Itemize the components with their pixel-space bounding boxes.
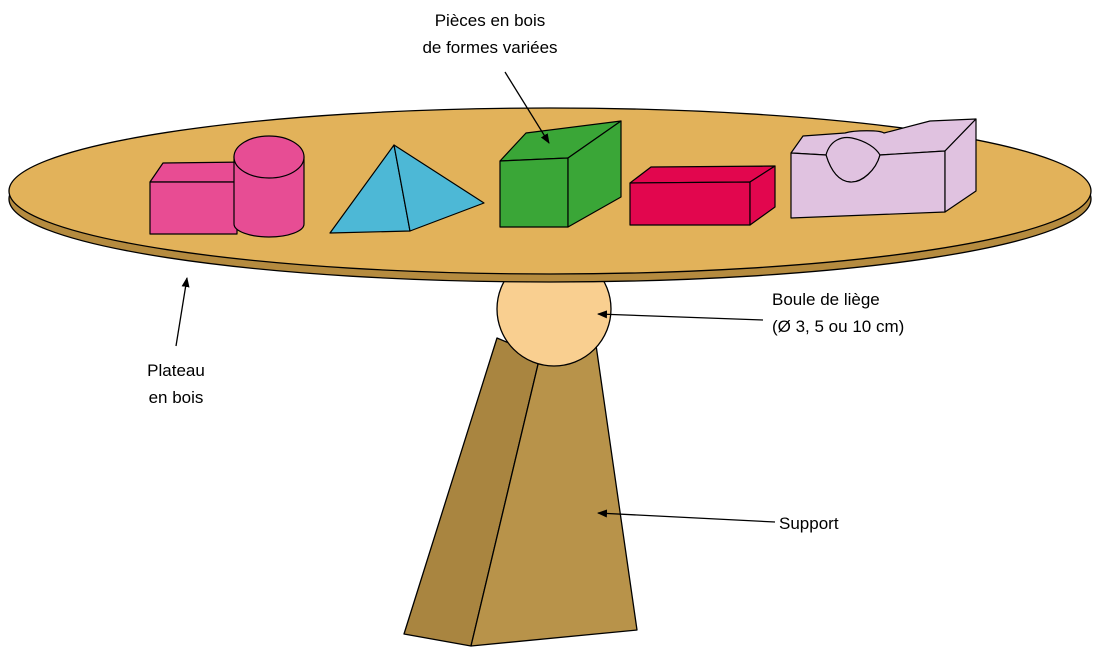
- label-plateau-line1: Plateau: [147, 361, 205, 380]
- pink-prism: [149, 161, 249, 235]
- blue-pyramid: [329, 144, 485, 234]
- red-block: [629, 165, 776, 226]
- label-plateau-line2: en bois: [149, 388, 204, 407]
- pink-cylinder: [233, 135, 305, 238]
- green-cube: [499, 120, 622, 228]
- label-boule-line2: (Ø 3, 5 ou 10 cm): [772, 317, 904, 336]
- label-pieces-line2: de formes variées: [422, 38, 557, 57]
- leader-lines: [175, 71, 776, 523]
- support-block: [403, 337, 638, 647]
- lilac-notched-block: [790, 118, 977, 219]
- label-boule-line1: Boule de liège: [772, 290, 880, 309]
- label-support: Support: [779, 514, 839, 533]
- label-pieces-line1: Pièces en bois: [435, 11, 546, 30]
